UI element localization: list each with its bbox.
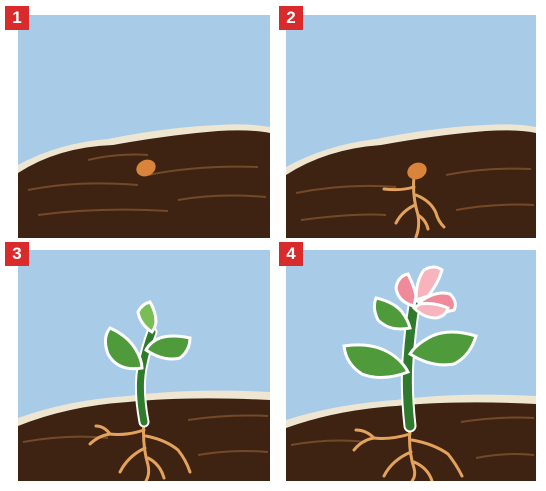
step-badge-3: 3 <box>5 242 29 266</box>
panel-flowering <box>286 250 536 481</box>
step-badge-4: 4 <box>279 242 303 266</box>
panel-seed <box>18 15 270 238</box>
panel-germination <box>286 15 536 238</box>
step-badge-1: 1 <box>5 6 29 30</box>
step-badge-2: 2 <box>279 6 303 30</box>
panel-seedling <box>18 250 270 481</box>
